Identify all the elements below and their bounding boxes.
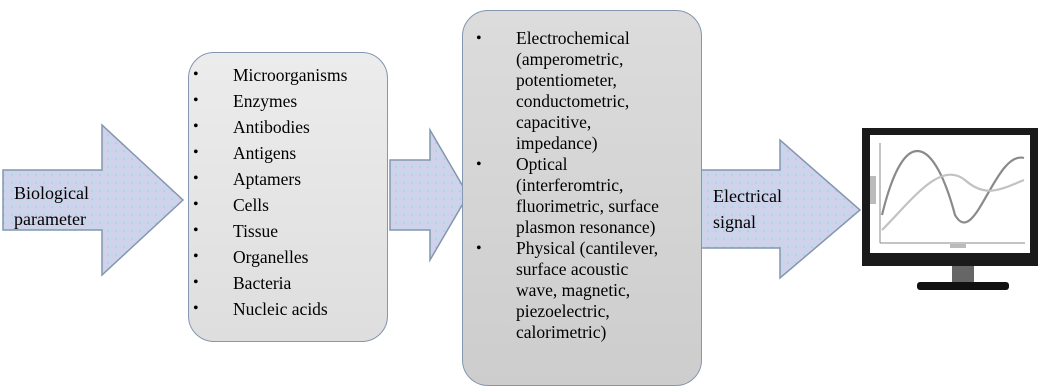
bioreceptor-text: Antibodies bbox=[233, 117, 310, 137]
bioreceptor-item: • Organelles bbox=[193, 244, 347, 270]
bioreceptor-text: Organelles bbox=[233, 247, 309, 267]
transducer-item-optical: • Optical (interferomtric, fluorimetric,… bbox=[476, 154, 696, 238]
transducer-line: piezoelectric, bbox=[516, 301, 610, 321]
bullet-icon: • bbox=[193, 300, 199, 317]
bioreceptor-text: Bacteria bbox=[233, 273, 292, 293]
transducer-item-physical: • Physical (cantilever, surface acoustic… bbox=[476, 238, 696, 343]
input-label-line: parameter bbox=[14, 209, 86, 229]
bullet-icon: • bbox=[193, 222, 199, 239]
output-arrow bbox=[699, 138, 862, 280]
bioreceptor-item: • Nucleic acids bbox=[193, 296, 347, 322]
transducer-line: surface acoustic bbox=[516, 259, 629, 279]
bullet-icon: • bbox=[193, 248, 199, 265]
input-label-line: Biological bbox=[14, 183, 89, 203]
bullet-icon: • bbox=[193, 274, 199, 291]
bioreceptor-item: • Bacteria bbox=[193, 270, 347, 296]
monitor-icon bbox=[862, 128, 1038, 290]
bioreceptor-item: • Aptamers bbox=[193, 166, 347, 192]
bioreceptor-box bbox=[188, 52, 388, 342]
transducer-line: conductometric, bbox=[516, 91, 630, 111]
transducer-line: impedance) bbox=[516, 133, 598, 153]
transducer-list: • Electrochemical (amperometric, potenti… bbox=[476, 28, 696, 343]
bullet-icon: • bbox=[193, 118, 199, 135]
bioreceptor-text: Antigens bbox=[233, 143, 297, 163]
bioreceptor-text: Microorganisms bbox=[233, 65, 348, 85]
transducer-item-electrochemical: • Electrochemical (amperometric, potenti… bbox=[476, 28, 696, 154]
output-label: Electrical signal bbox=[713, 183, 782, 235]
bioreceptor-item: • Tissue bbox=[193, 218, 347, 244]
bioreceptor-text: Aptamers bbox=[233, 169, 302, 189]
input-label: Biological parameter bbox=[14, 180, 89, 232]
bullet-icon: • bbox=[476, 30, 482, 47]
bioreceptor-text: Nucleic acids bbox=[233, 299, 328, 319]
bullet-icon: • bbox=[476, 240, 482, 257]
transducer-line: Physical (cantilever, bbox=[516, 238, 659, 258]
transducer-line: calorimetric) bbox=[516, 322, 607, 342]
bioreceptor-text: Tissue bbox=[233, 221, 279, 241]
transducer-line: (amperometric, bbox=[516, 49, 624, 69]
transducer-line: Optical bbox=[516, 154, 568, 174]
transducer-line: fluorimetric, surface bbox=[516, 196, 659, 216]
bullet-icon: • bbox=[193, 144, 199, 161]
bullet-icon: • bbox=[476, 156, 482, 173]
bioreceptor-item: • Antibodies bbox=[193, 114, 347, 140]
transducer-line: plasmon resonance) bbox=[516, 217, 656, 237]
output-label-line: signal bbox=[713, 212, 756, 232]
bioreceptor-item: • Enzymes bbox=[193, 88, 347, 114]
bioreceptor-list: • Microorganisms • Enzymes • Antibodies • An… bbox=[193, 62, 348, 322]
transducer-line: potentiometer, bbox=[516, 70, 617, 90]
output-label-line: Electrical bbox=[713, 186, 782, 206]
bullet-icon: • bbox=[193, 196, 199, 213]
middle-arrow bbox=[389, 127, 469, 263]
transducer-line: Electrochemical bbox=[516, 28, 630, 48]
transducer-line: wave, magnetic, bbox=[516, 280, 631, 300]
transducer-line: capacitive, bbox=[516, 112, 592, 132]
bioreceptor-text: Enzymes bbox=[233, 91, 298, 111]
bullet-icon: • bbox=[193, 170, 199, 187]
bioreceptor-item: • Antigens bbox=[193, 140, 347, 166]
transducer-box bbox=[462, 10, 702, 386]
transducer-line: (interferomtric, bbox=[516, 175, 624, 195]
bioreceptor-text: Cells bbox=[233, 195, 269, 215]
bioreceptor-item: • Microorganisms bbox=[193, 62, 348, 88]
bullet-icon: • bbox=[193, 66, 199, 83]
input-arrow bbox=[2, 123, 185, 277]
bioreceptor-item: • Cells bbox=[193, 192, 347, 218]
bullet-icon: • bbox=[193, 92, 199, 109]
